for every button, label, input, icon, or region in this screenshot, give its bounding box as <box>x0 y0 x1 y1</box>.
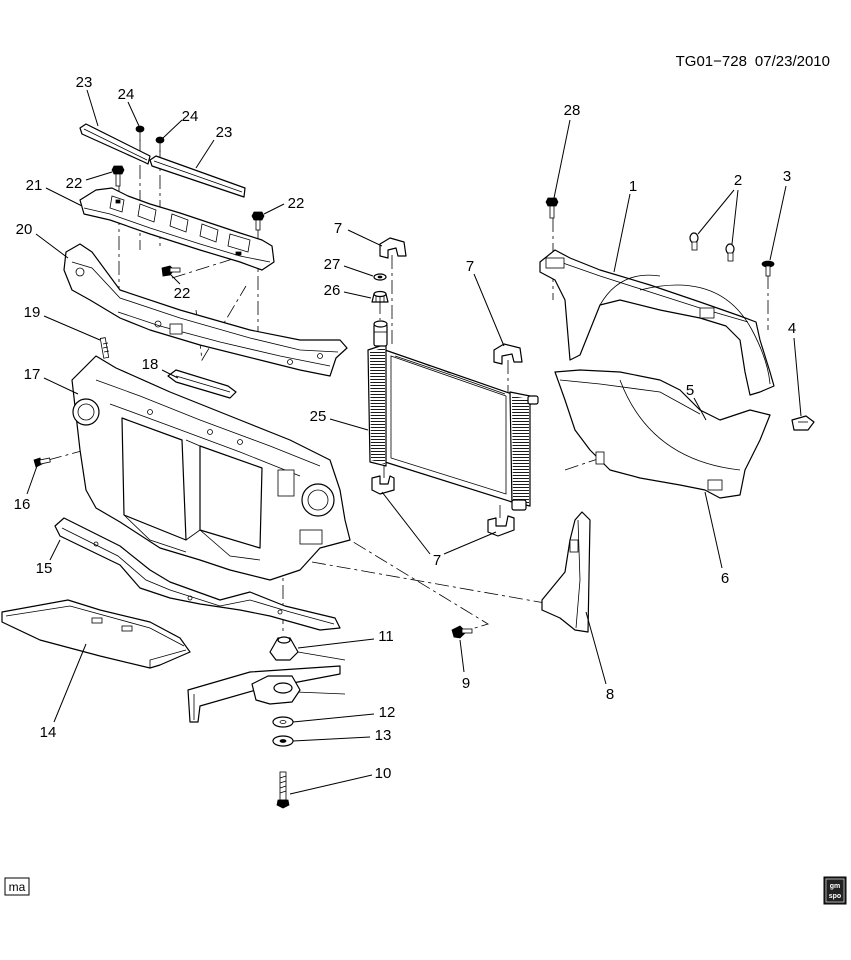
callout-7-lower: 7 <box>433 552 441 569</box>
logo-line1: gm <box>830 883 841 890</box>
cap-seal-washer-icon <box>373 273 387 281</box>
shroud-clip-right-icon <box>725 243 735 262</box>
radiator-support-frame <box>71 355 351 581</box>
shroud-side-bolt-icon <box>761 260 775 277</box>
insulator-washer-icon <box>272 716 294 728</box>
shroud-clip-left-icon <box>689 232 699 251</box>
callout-24-left: 24 <box>118 86 135 103</box>
frame-bolt-icon <box>451 625 473 639</box>
side-bolt-icon <box>33 457 51 468</box>
callout-12: 12 <box>379 704 396 721</box>
support-bracket <box>167 369 237 399</box>
callout-22-left: 22 <box>66 175 83 192</box>
logo-line2: spo <box>829 893 841 900</box>
callout-17: 17 <box>24 366 41 383</box>
callout-3: 3 <box>783 168 791 185</box>
radiator <box>367 343 539 511</box>
callout-7-upper-left: 7 <box>334 220 342 237</box>
drawing-header: TG01−728 07/23/2010 <box>676 53 830 70</box>
upper-fan-shroud <box>539 249 775 396</box>
callout-19: 19 <box>24 304 41 321</box>
air-deflector <box>1 599 191 669</box>
callout-9: 9 <box>462 675 470 692</box>
ma-label: ma <box>9 880 26 894</box>
callout-21: 21 <box>26 177 43 194</box>
drawing-id: TG01−728 <box>676 53 747 70</box>
mount-insulator-icon <box>269 636 299 661</box>
callout-11: 11 <box>378 628 394 645</box>
callout-22-right: 22 <box>288 195 305 212</box>
callout-27: 27 <box>324 256 341 273</box>
callout-10: 10 <box>375 765 392 782</box>
lower-fan-shroud <box>554 369 771 499</box>
callout-6: 6 <box>721 570 729 587</box>
callout-8: 8 <box>606 686 614 703</box>
bolt-upper-right-icon <box>251 211 265 231</box>
push-pin-left-icon <box>135 125 145 141</box>
gm-spo-logo: gm spo <box>823 876 847 905</box>
lower-tie-bar <box>54 517 341 631</box>
insulator-upper-right-icon <box>493 343 523 365</box>
air-baffle <box>79 187 275 271</box>
mount-washer-icon <box>272 735 294 747</box>
drawing-date: 07/23/2010 <box>755 53 830 70</box>
callout-25: 25 <box>310 408 327 425</box>
callout-20: 20 <box>16 221 33 238</box>
bolt-center-icon <box>161 265 181 277</box>
callout-2: 2 <box>734 172 742 189</box>
insulator-lower-left-icon <box>371 475 395 495</box>
stud-bolt-icon <box>99 337 110 359</box>
filler-neck <box>373 320 388 347</box>
callout-7-upper-right: 7 <box>466 258 474 275</box>
callout-28: 28 <box>564 102 581 119</box>
insulator-upper-left-icon <box>379 237 407 259</box>
bolt-upper-left-icon <box>111 165 125 187</box>
mount-bolt-icon <box>276 771 290 809</box>
callout-13: 13 <box>375 727 392 744</box>
callout-14: 14 <box>40 724 57 741</box>
shroud-bolt-icon <box>545 197 559 219</box>
ma-box: ma <box>4 877 30 896</box>
upper-tie-bar <box>63 243 348 377</box>
callout-5: 5 <box>686 382 694 399</box>
seal-strip-right <box>149 155 246 198</box>
insulator-lower-right-icon <box>487 515 515 537</box>
callout-4: 4 <box>788 320 796 337</box>
callout-16: 16 <box>14 496 31 513</box>
callout-23-right: 23 <box>216 124 233 141</box>
callout-15: 15 <box>36 560 53 577</box>
callout-18: 18 <box>142 356 159 373</box>
callouts: 23 24 24 23 21 22 22 20 22 19 18 17 16 1… <box>14 74 797 782</box>
mount-bracket <box>251 675 301 705</box>
side-air-deflector <box>541 511 591 633</box>
retainer-clip-icon <box>791 415 815 431</box>
push-pin-right-icon <box>155 136 165 152</box>
seal-strip-left <box>79 123 151 165</box>
callout-22-center: 22 <box>174 285 191 302</box>
callout-26: 26 <box>324 282 341 299</box>
leader-lines <box>26 89 802 795</box>
callout-24-right: 24 <box>182 108 199 125</box>
callout-23-left: 23 <box>76 74 93 91</box>
radiator-cap-icon <box>371 290 389 303</box>
callout-1: 1 <box>629 178 637 195</box>
